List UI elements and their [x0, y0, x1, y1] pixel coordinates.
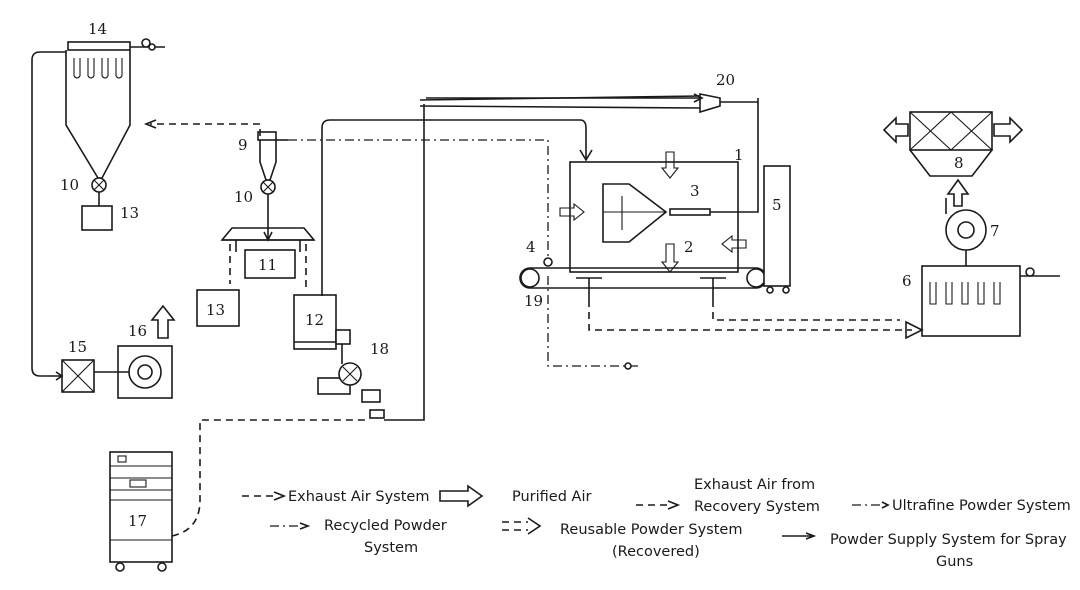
label-8: 8: [954, 154, 964, 172]
pipe-9-to-14: [150, 123, 261, 136]
label-13a: 13: [120, 204, 139, 222]
unit-20-cyclone: [419, 93, 758, 114]
label-19: 19: [524, 292, 543, 310]
legend-ultrafine: Ultrafine Powder System: [892, 498, 1071, 514]
pipe-below-booth: [547, 276, 640, 367]
legend-reusable-line1: Reusable Powder System: [560, 522, 742, 538]
label-17: 17: [128, 512, 147, 530]
pipe-arrow-6: [905, 320, 924, 340]
legend-purified-air: Purified Air: [512, 489, 591, 505]
label-10a: 10: [60, 176, 79, 194]
label-20: 20: [716, 71, 735, 89]
unit-16-fan: [94, 304, 176, 399]
label-14: 14: [88, 20, 107, 38]
label-1: 1: [734, 146, 744, 164]
rotary-valve-10-left: [81, 177, 113, 231]
pipe-arrow-20: [693, 93, 704, 103]
unit-7-fan: [945, 178, 987, 266]
label-7: 7: [990, 222, 1000, 240]
unit-15-filter: [61, 359, 95, 393]
pipe-9-to-booth: [288, 139, 549, 260]
legend-supply-line1: Powder Supply System for Spray: [830, 532, 1067, 548]
legend-swatch-purified: [439, 484, 484, 508]
pipe-supply-down: [384, 104, 425, 421]
spray-booth-1: [519, 98, 791, 300]
label-18: 18: [370, 340, 389, 358]
pipe-booth-to-6: [588, 300, 912, 331]
unit-18-feeder: [317, 329, 385, 419]
unit-8-final-filter: [882, 111, 1024, 177]
unit-9-cyclone: [257, 131, 288, 242]
label-5: 5: [772, 196, 782, 214]
label-4: 4: [526, 238, 536, 256]
pipe-12-to-top: [321, 119, 587, 296]
legend-swatch-reusable: [502, 521, 528, 531]
legend-reusable-line2: (Recovered): [612, 544, 700, 560]
label-3: 3: [690, 182, 700, 200]
pipe-17-to-guns: [171, 419, 370, 537]
unit-12-hopper: [293, 294, 337, 350]
pipe-booth-to-6b: [712, 300, 900, 321]
pipe-arrow-15: [55, 371, 64, 381]
legend-supply-line2: Guns: [936, 554, 973, 570]
label-11: 11: [258, 256, 277, 274]
label-16: 16: [128, 322, 147, 340]
label-6: 6: [902, 272, 912, 290]
label-9: 9: [238, 136, 248, 154]
unit-17-control-cabinet: [109, 451, 173, 572]
unit-11-sieve: [220, 227, 316, 279]
legend-recycled-line2: System: [364, 540, 418, 556]
pipe-arrow-14: [143, 119, 157, 129]
unit-6-recovery-filter: [921, 265, 1060, 337]
legend-exhaust-recovery-line2: Recovery System: [694, 499, 820, 515]
legend-exhaust-recovery-line1: Exhaust Air from: [694, 477, 815, 493]
legend-exhaust-air: Exhaust Air System: [288, 489, 429, 505]
bin-13-middle: [196, 289, 240, 327]
unit-14-bag-filter: [65, 38, 165, 179]
label-10b: 10: [234, 188, 253, 206]
pipe-arrow-booth: [579, 149, 593, 162]
legend-recycled-line1: Recycled Powder: [324, 518, 447, 534]
label-2: 2: [684, 238, 694, 256]
label-12: 12: [305, 311, 324, 329]
label-13b: 13: [206, 301, 225, 319]
legend: Exhaust Air System Purified Air Exhaust …: [242, 477, 1071, 570]
label-15: 15: [68, 338, 87, 356]
pipe-14-to-15: [31, 51, 66, 377]
